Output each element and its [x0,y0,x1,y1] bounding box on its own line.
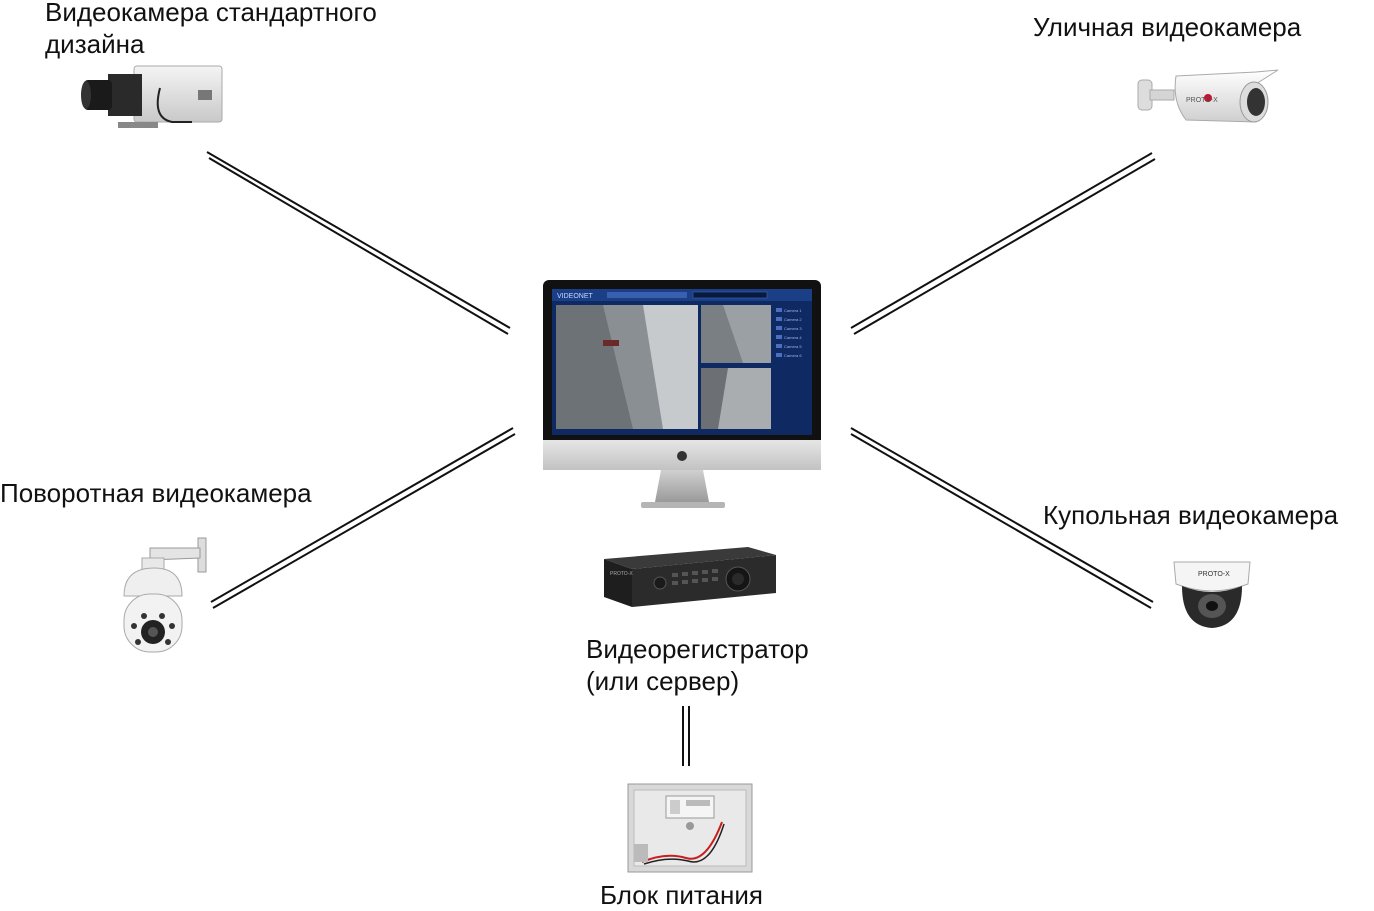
channel-item: Camera 6 [784,353,802,358]
dome-camera-brand: PROTO-X [1198,571,1230,578]
standard-camera-label: Видеокамера стандартного дизайна [45,0,377,60]
channel-item: Camera 3 [784,326,802,331]
channel-item: Camera 5 [784,344,802,349]
channel-item: Camera 1 [784,308,802,313]
street-camera-label: Уличная видеокамера [1033,12,1302,42]
monitor-icon: VIDEONET Camera 1 Camera 2 Camera 3 Came… [543,280,823,512]
channel-list: Camera 1 Camera 2 Camera 3 Camera 4 Came… [784,308,802,358]
channel-item: Camera 4 [784,335,802,340]
standard-camera-label-line2: дизайна [45,29,145,59]
power-supply-icon [626,782,756,874]
link-street-camera [850,152,1156,335]
monitor-logo: VIDEONET [557,293,594,300]
recorder-label-line2: (или сервер) [586,666,740,696]
dvr-brand: PROTO-X [610,571,633,577]
ptz-camera-label: Поворотная видеокамера [0,478,312,508]
dome-camera-label: Купольная видеокамера [1043,500,1339,530]
power-supply-label: Блок питания [600,880,763,910]
ptz-camera-icon [120,536,210,660]
link-power-supply [682,706,690,766]
standard-camera-label-line1: Видеокамера стандартного [45,0,377,27]
channel-item: Camera 2 [784,317,802,322]
link-standard-camera [206,151,511,335]
link-dome-camera [850,427,1154,609]
dome-camera-icon: PROTO-X [1168,554,1256,636]
box-camera-icon [78,60,228,136]
dvr-icon: PROTO-X [598,545,780,613]
recorder-label: Видеорегистратор (или сервер) [586,633,809,697]
bullet-camera-icon: PROTO-X [1136,62,1282,138]
link-ptz-camera [210,427,516,609]
recorder-label-line1: Видеорегистратор [586,634,809,664]
bullet-camera-brand: PROTO-X [1186,97,1218,104]
